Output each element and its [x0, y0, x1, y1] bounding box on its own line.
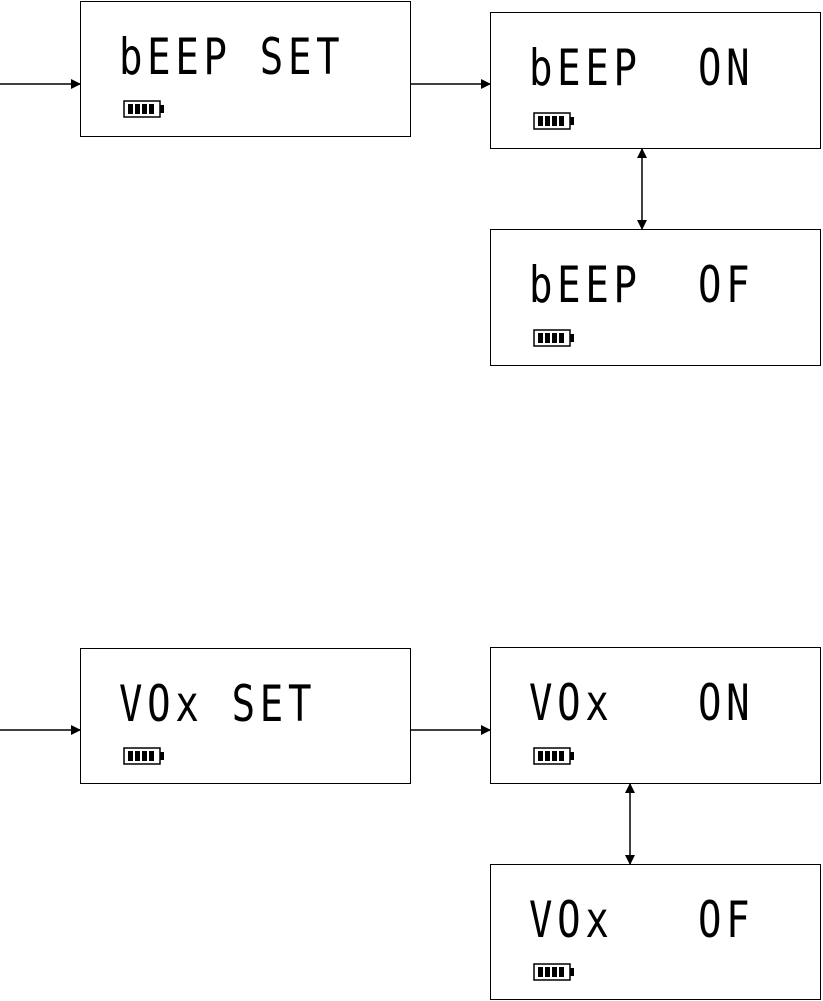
battery-full-icon	[123, 100, 165, 118]
lcd-text-beep-set: bEEP SET	[119, 32, 344, 82]
lcd-beep-off: bEEP OF	[490, 229, 821, 366]
battery-full-icon	[533, 329, 575, 347]
battery-full-icon	[533, 963, 575, 981]
lcd-text-vox-on: VOx ON	[529, 678, 754, 728]
lcd-text-vox-set: VOx SET	[119, 679, 316, 729]
lcd-text-vox-off: VOx OF	[529, 895, 754, 945]
lcd-beep-on: bEEP ON	[490, 12, 821, 149]
lcd-beep-set: bEEP SET	[80, 1, 411, 137]
lcd-vox-on: VOx ON	[490, 647, 821, 784]
lcd-vox-off: VOx OF	[490, 864, 821, 1000]
battery-full-icon	[123, 747, 165, 765]
lcd-vox-set: VOx SET	[80, 648, 411, 784]
lcd-text-beep-on: bEEP ON	[529, 43, 754, 93]
lcd-text-beep-off: bEEP OF	[529, 260, 754, 310]
battery-full-icon	[533, 747, 575, 765]
battery-full-icon	[533, 112, 575, 130]
